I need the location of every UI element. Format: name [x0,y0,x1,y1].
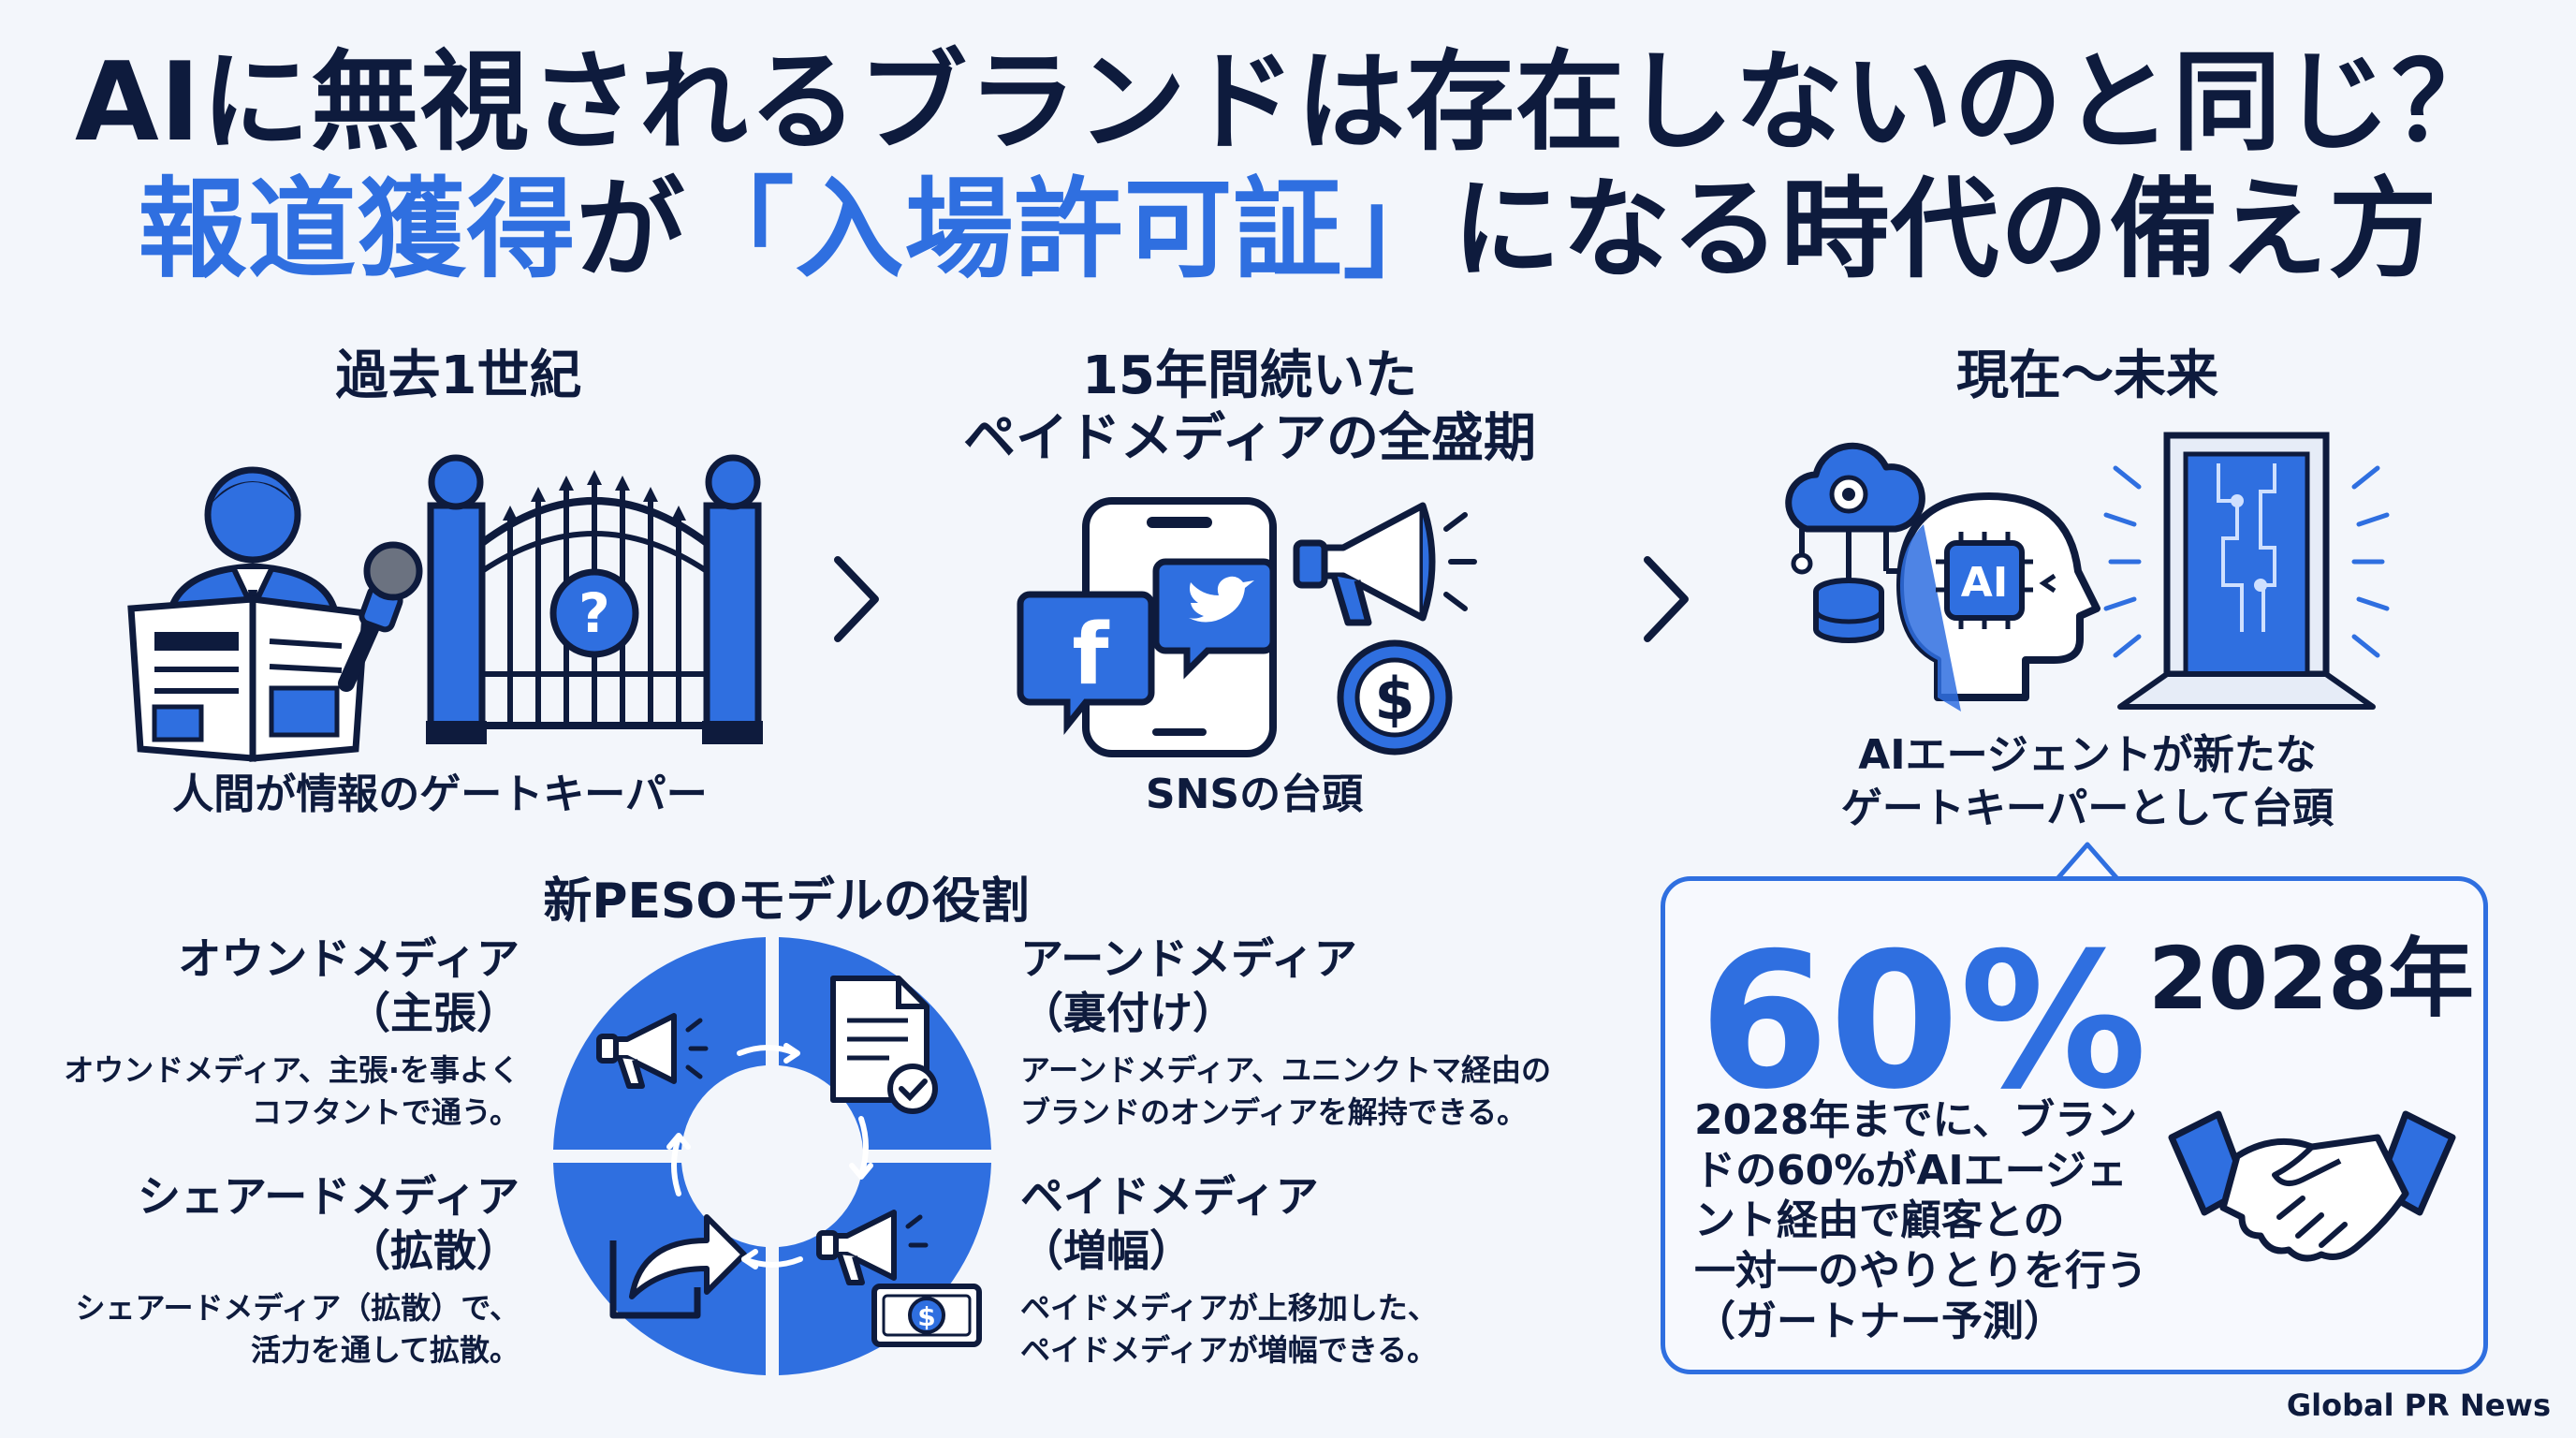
peso-shared-block: シェアードメディア （拡散） シェアードメディア（拡散）で、 活力を通して拡散。 [56,1170,520,1372]
peso-paid-desc: ペイドメディアが上移加した、 ペイドメディアが増幅できる。 [1020,1290,1438,1368]
footer-brand: Global PR News [2286,1387,2551,1423]
peso-earned-name: アーンドメディア [1020,933,1357,984]
peso-owned-name: オウンドメディア [178,933,520,984]
ai-chip-label: AI [1961,559,2008,607]
checked-document-icon [830,976,938,1114]
headline-text-b: になる時代の備え方 [1452,167,2438,293]
peso-shared-desc: シェアードメディア（拡散）で、 活力を通して拡散。 [75,1290,520,1368]
twitter-bird-icon [1189,576,1254,623]
headline-line2: 報道獲得が「入場許可証」になる時代の備え方 [0,176,2576,285]
paid-era-heading: 15年間続いた ペイドメディアの全盛期 [962,345,1537,470]
future-caption: AIエージェントが新たな ゲートキーパーとして台頭 [1840,731,2334,833]
ai-head-icon: AI [1896,492,2100,712]
peso-owned-role: （主張） [347,987,520,1038]
stat-callout-box [1661,876,2488,1374]
peso-paid-name: ペイドメディア [1020,1171,1319,1222]
chevron-right-icon [834,556,879,642]
handshake-icon [2168,1110,2456,1262]
stat-year: 2028年 [2148,929,2475,1029]
callout-pointer [2053,842,2122,884]
past-heading: 過去1世紀 [335,345,582,406]
cloud-database-icon [1785,442,1925,643]
stat-description: 2028年までに、ブラン ドの60%がAIエージェ ント経由で顧客との 一対一の… [1694,1096,2147,1345]
peso-title: 新PESOモデルの役割 [543,873,1030,930]
peso-owned-block: オウンドメディア （主張） オウンドメディア、主張·を事よく コフタントで通う。 [56,932,520,1134]
peso-earned-desc: アーンドメディア、ユニンクトマ経由の ブランドのオンディアを解持できる。 [1020,1052,1552,1130]
glowing-doorway-icon [2103,432,2390,710]
future-heading: 現在〜未来 [1956,345,2218,406]
headline-highlight-b: 「入場許可証」 [685,167,1453,293]
facebook-icon: f [1072,606,1109,704]
megaphone-icon [596,1013,709,1089]
closed-gate-icon: ? [426,454,763,744]
megaphone-icon [1293,502,1477,626]
stat-percent: 60% [1699,913,2147,1131]
reporter-with-newspaper-icon [127,466,423,762]
peso-cycle-diagram [553,937,991,1375]
peso-earned-block: アーンドメディア （裏付け） アーンドメディア、ユニンクトマ経由の ブランドのオ… [1020,932,1582,1134]
dollar-coin-icon: $ [1337,639,1453,756]
megaphone-icon [816,1210,929,1285]
share-arrow-icon [609,1214,747,1319]
headline-highlight-a: 報道獲得 [138,167,577,293]
svg-text:$: $ [917,1301,935,1332]
peso-shared-role: （拡散） [347,1225,520,1276]
peso-earned-role: （裏付け） [1020,987,1236,1038]
headline-text-a: が [576,167,686,293]
dollar-sign: $ [1374,665,1414,733]
question-mark-icon: ? [578,581,610,645]
peso-shared-name: シェアードメディア [137,1171,520,1222]
headline-line1: AIに無視されるブランドは存在しないのと同じ？ [75,39,2501,166]
peso-owned-desc: オウンドメディア、主張·を事よく コフタントで通う。 [64,1052,520,1130]
past-caption: 人間が情報のゲートキーパー [172,770,708,818]
chevron-right-icon [1644,556,1689,642]
peso-paid-role: （増幅） [1020,1225,1193,1276]
peso-paid-block: ペイドメディア （増幅） ペイドメディアが上移加した、 ペイドメディアが増幅でき… [1020,1170,1582,1372]
smartphone-social-icon: f [1017,497,1277,757]
paid-era-caption: SNSの台頭 [1145,770,1364,818]
dollar-bill-icon: $ [871,1284,982,1347]
